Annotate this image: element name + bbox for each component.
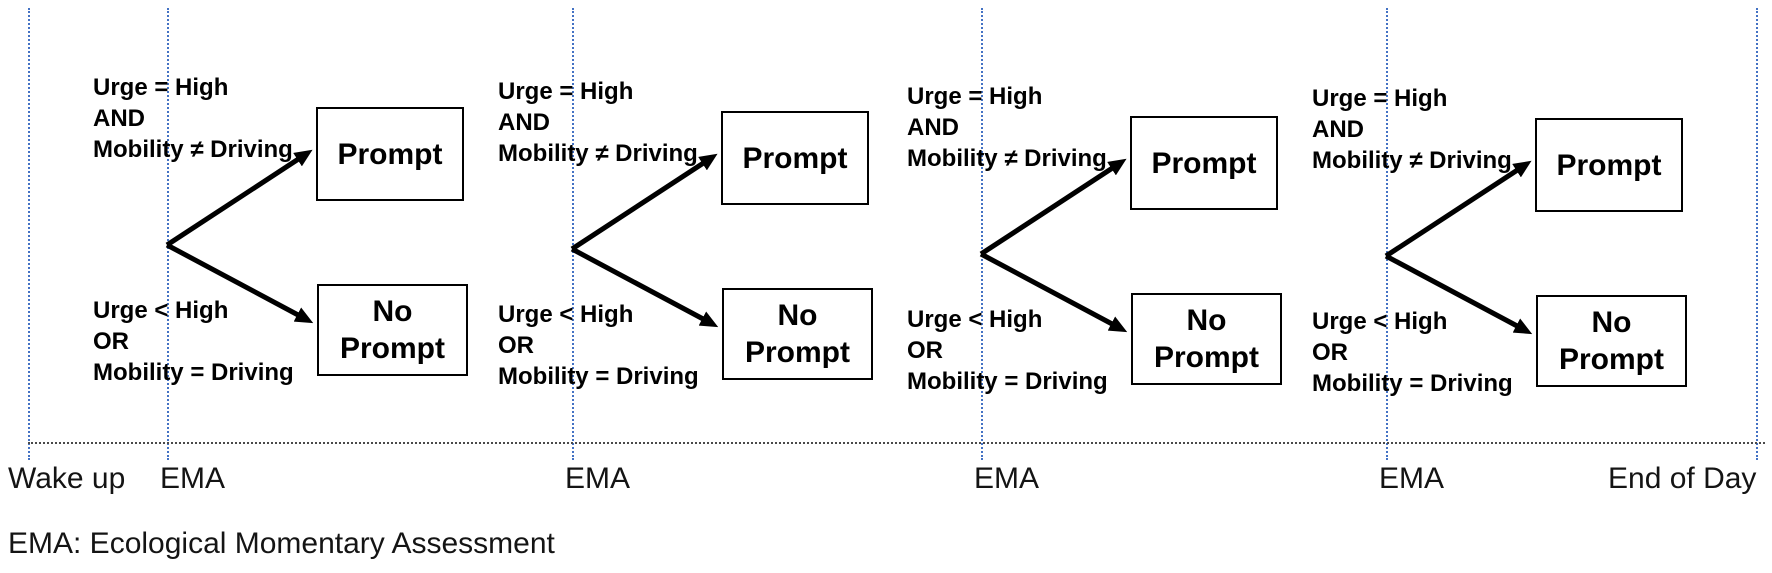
timeline-marker-label: EMA: [1379, 462, 1445, 495]
ema-decision-tree: Urge = High AND Mobility ≠ Driving Promp…: [901, 9, 1331, 419]
lower-condition-text: Urge < High OR Mobility = Driving: [498, 301, 699, 390]
ema-decision-tree: Urge = High AND Mobility ≠ Driving Promp…: [492, 4, 922, 414]
timeline-marker-line: [1756, 8, 1758, 460]
arrow-to-prompt: [570, 153, 718, 252]
ema-decision-tree: Urge = High AND Mobility ≠ Driving Promp…: [1306, 11, 1736, 421]
no-prompt-box: No Prompt: [1536, 295, 1687, 387]
upper-condition-text: Urge = High AND Mobility ≠ Driving: [93, 74, 293, 163]
lower-condition-text: Urge < High OR Mobility = Driving: [93, 297, 294, 386]
arrow-to-prompt: [1384, 160, 1532, 259]
timeline-marker-label: End of Day: [1608, 462, 1757, 495]
no-prompt-box: No Prompt: [1131, 293, 1282, 385]
timeline-marker-label: EMA: [974, 462, 1040, 495]
upper-condition-text: Urge = High AND Mobility ≠ Driving: [907, 83, 1107, 172]
timeline-marker-line: [28, 8, 30, 460]
no-prompt-box: No Prompt: [722, 288, 873, 380]
no-prompt-box: No Prompt: [317, 284, 468, 376]
lower-condition-text: Urge < High OR Mobility = Driving: [907, 306, 1108, 395]
ema-decision-tree: Urge = High AND Mobility ≠ Driving Promp…: [87, 0, 517, 410]
timeline-axis: [28, 442, 1765, 444]
prompt-box: Prompt: [1130, 116, 1278, 210]
prompt-box: Prompt: [721, 111, 869, 205]
timeline-marker-label: EMA: [160, 462, 226, 495]
arrow-to-prompt: [165, 149, 313, 248]
lower-condition-text: Urge < High OR Mobility = Driving: [1312, 308, 1513, 397]
upper-condition-text: Urge = High AND Mobility ≠ Driving: [498, 78, 698, 167]
timeline-marker-label: EMA: [565, 462, 631, 495]
arrow-to-prompt: [979, 158, 1127, 257]
prompt-box: Prompt: [316, 107, 464, 201]
timeline-marker-label: Wake up: [8, 462, 126, 495]
upper-condition-text: Urge = High AND Mobility ≠ Driving: [1312, 85, 1512, 174]
prompt-box: Prompt: [1535, 118, 1683, 212]
ema-footnote: EMA: Ecological Momentary Assessment: [8, 527, 555, 560]
